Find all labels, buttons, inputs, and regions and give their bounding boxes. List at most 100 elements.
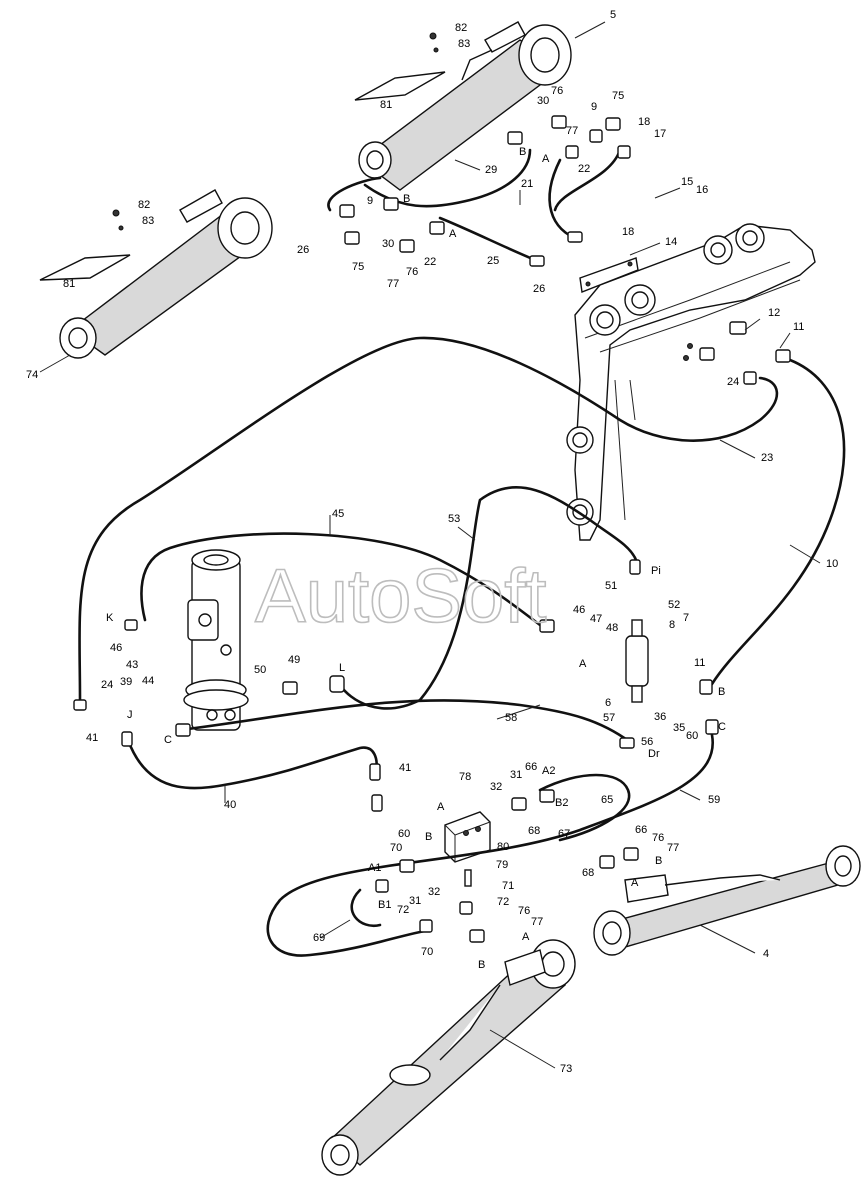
- part-label: 46: [110, 642, 122, 654]
- part-label: B: [403, 193, 410, 205]
- part-label: B1: [378, 899, 391, 911]
- part-label: 31: [409, 895, 421, 907]
- part-label: 26: [297, 244, 309, 256]
- part-label: 45: [332, 508, 344, 520]
- part-label: 31: [510, 769, 522, 781]
- part-label: 77: [387, 278, 399, 290]
- part-label: 32: [490, 781, 502, 793]
- part-label: 65: [601, 794, 613, 806]
- part-label: 40: [224, 799, 236, 811]
- part-label: 77: [566, 125, 578, 137]
- part-label: B: [478, 959, 485, 971]
- part-label: A2: [542, 765, 555, 777]
- part-label: 76: [551, 85, 563, 97]
- part-label: 11: [793, 321, 804, 333]
- part-label: 70: [390, 842, 402, 854]
- leader-lines: [39, 21, 821, 1069]
- part-label: C: [718, 721, 726, 733]
- part-label: B: [425, 831, 432, 843]
- part-label: 75: [612, 90, 624, 102]
- lower-cylinder: [321, 939, 576, 1176]
- part-label: 29: [485, 164, 497, 176]
- part-label: 25: [487, 255, 499, 267]
- part-label: 30: [382, 238, 394, 250]
- part-label: 32: [428, 886, 440, 898]
- part-label: 81: [63, 278, 75, 290]
- part-label: 11: [694, 657, 705, 669]
- watermark: AutoSoft: [255, 554, 547, 639]
- part-label: 53: [448, 513, 460, 525]
- part-label: 49: [288, 654, 300, 666]
- part-label: 17: [654, 128, 666, 140]
- part-label: B2: [555, 797, 568, 809]
- part-label: 66: [635, 824, 647, 836]
- part-label: A: [631, 877, 639, 889]
- part-label: 43: [126, 659, 138, 671]
- part-label: B: [655, 855, 662, 867]
- part-label: 9: [367, 195, 373, 207]
- part-label: 76: [406, 266, 418, 278]
- part-label: A: [522, 931, 530, 943]
- part-label: 24: [727, 376, 739, 388]
- lower-right-cylinder: [593, 845, 861, 956]
- part-label: 5: [610, 9, 616, 21]
- part-label: C: [164, 734, 172, 746]
- part-label: L: [339, 662, 345, 674]
- part-label: 30: [537, 95, 549, 107]
- part-label: 15: [681, 176, 693, 188]
- part-label: 10: [826, 558, 838, 570]
- part-label: 18: [622, 226, 634, 238]
- upper-left-cylinder: [39, 189, 273, 359]
- part-label: 74: [26, 369, 38, 381]
- part-label: A1: [368, 862, 381, 874]
- part-label: 76: [652, 832, 664, 844]
- part-label: 72: [397, 904, 409, 916]
- part-label: 60: [398, 828, 410, 840]
- part-label: 41: [86, 732, 98, 744]
- part-label: 69: [313, 932, 325, 944]
- part-label: 68: [528, 825, 540, 837]
- part-label: 56: [641, 736, 653, 748]
- part-label: 23: [761, 452, 773, 464]
- part-label: 7: [683, 612, 689, 624]
- part-label: 35: [673, 722, 685, 734]
- part-label: 51: [605, 580, 617, 592]
- part-label: 22: [424, 256, 436, 268]
- part-label: 44: [142, 675, 154, 687]
- mounting-plate: [579, 257, 639, 293]
- swivel-joint: [183, 549, 249, 731]
- part-label: B: [519, 146, 526, 158]
- part-label: 18: [638, 116, 650, 128]
- part-label: 60: [686, 730, 698, 742]
- part-label: 79: [496, 859, 508, 871]
- part-label: 58: [505, 712, 517, 724]
- part-label: 77: [531, 916, 543, 928]
- part-label: 57: [603, 712, 615, 724]
- part-label: 59: [708, 794, 720, 806]
- part-label: 52: [668, 599, 680, 611]
- part-label: A: [579, 658, 587, 670]
- part-label: 76: [518, 905, 530, 917]
- part-label: 39: [120, 676, 132, 688]
- part-label: Pi: [651, 565, 661, 577]
- part-label: 8: [669, 619, 675, 631]
- part-label: 6: [605, 697, 611, 709]
- part-label: 41: [399, 762, 411, 774]
- part-label: 12: [768, 307, 780, 319]
- hoses: [78, 148, 846, 957]
- part-label: 80: [497, 841, 509, 853]
- part-label: 71: [502, 880, 514, 892]
- part-label: K: [106, 612, 114, 624]
- part-label: A: [449, 228, 457, 240]
- part-label: 67: [558, 828, 570, 840]
- part-label: 24: [101, 679, 113, 691]
- part-label: 4: [763, 948, 769, 960]
- part-label: 72: [497, 896, 509, 908]
- part-label: 16: [696, 184, 708, 196]
- part-label: 83: [458, 38, 470, 50]
- part-label: J: [127, 709, 133, 721]
- part-label: A: [437, 801, 445, 813]
- part-label: 22: [578, 163, 590, 175]
